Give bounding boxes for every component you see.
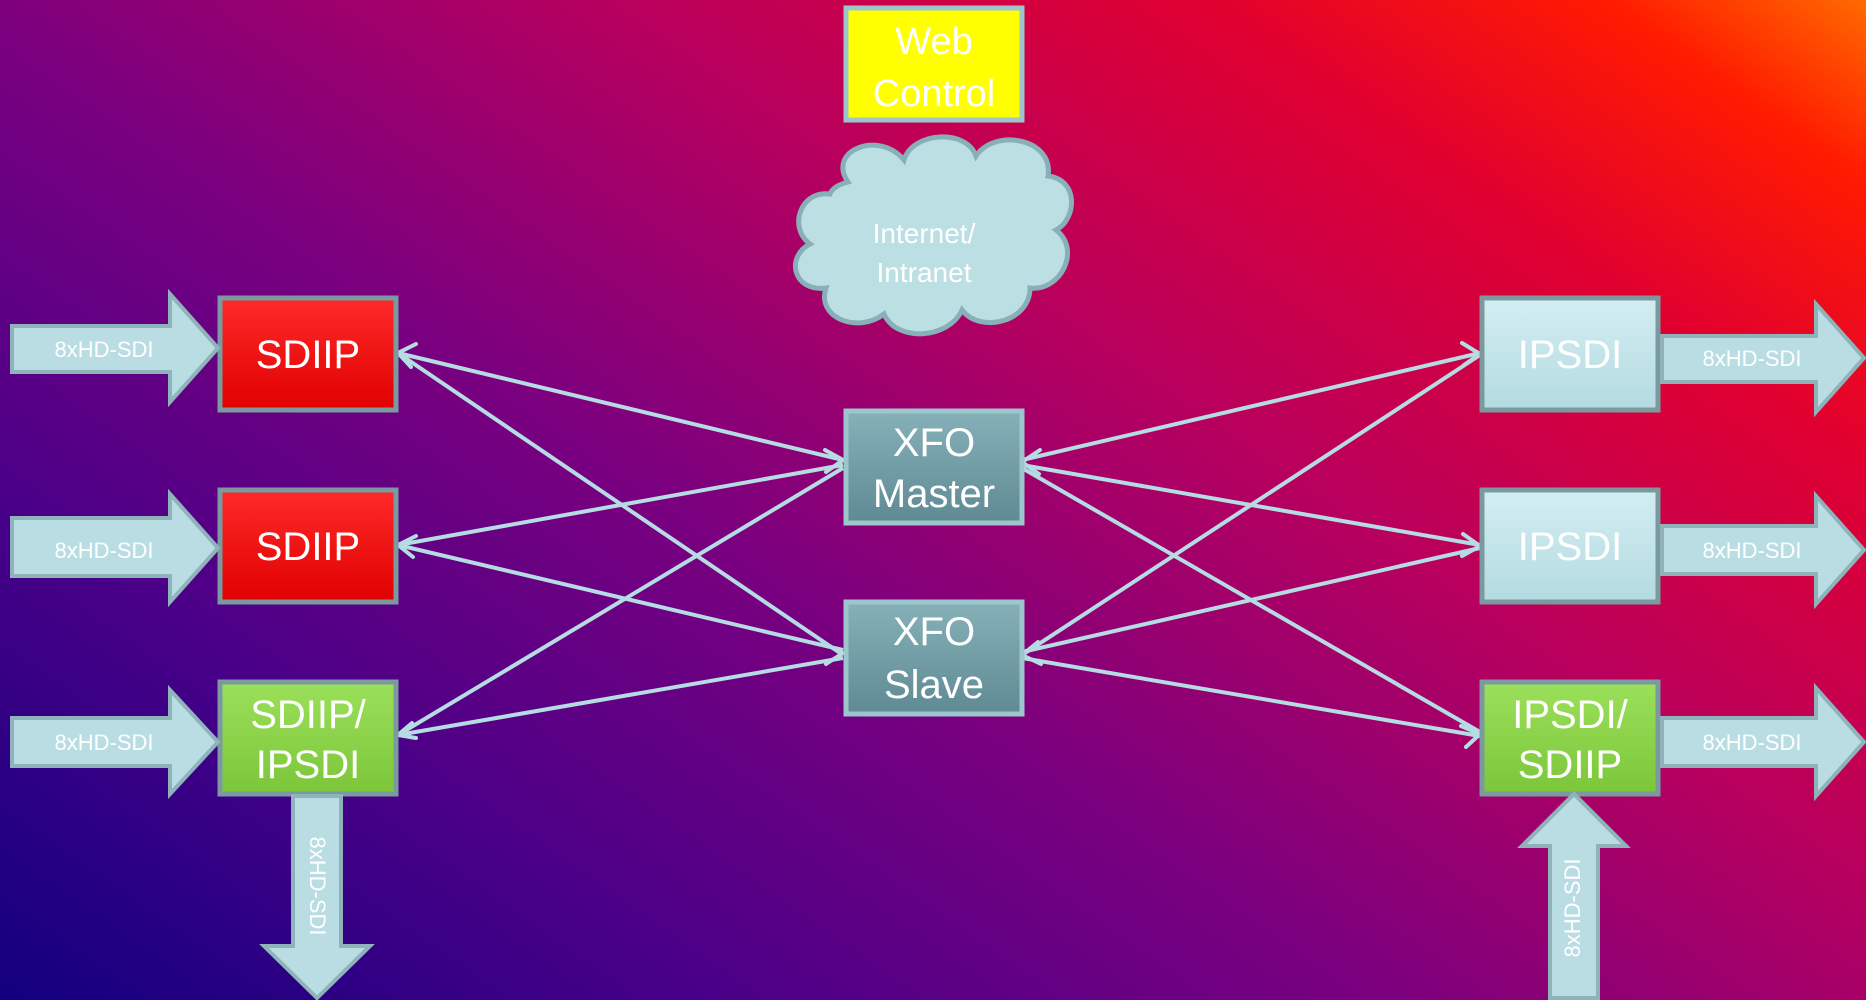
link-slave-ipsdi2 (1021, 546, 1481, 654)
output-arrow-3: 8xHD-SDI (1660, 682, 1866, 802)
web-control-box[interactable]: Web Control (843, 5, 1025, 123)
link-master-ipsdi1 (1021, 351, 1481, 462)
input-arrow-1-label: 8xHD-SDI (54, 337, 153, 362)
input-arrow-up: 8xHD-SDI (1517, 791, 1631, 1000)
sdiip-box-2[interactable]: SDIIP (217, 487, 399, 605)
sdiip-ipsdi-line2: IPSDI (256, 743, 360, 787)
link-sdiip2-slave (397, 543, 844, 652)
ipsdi-1-label: IPSDI (1518, 333, 1622, 377)
cloud-line2: Intranet (877, 257, 972, 288)
input-arrow-1: 8xHD-SDI (10, 288, 221, 408)
ipsdi-2-label: IPSDI (1518, 525, 1622, 569)
xfo-master-box[interactable]: XFO Master (843, 408, 1025, 526)
xfo-slave-line1: XFO (893, 610, 975, 654)
input-arrow-2: 8xHD-SDI (10, 488, 221, 608)
arrowhead-icon (823, 448, 847, 474)
output-arrow-2-label: 8xHD-SDI (1702, 538, 1801, 563)
xfo-master-line2: Master (873, 472, 995, 516)
sdiip-box-1[interactable]: SDIIP (217, 295, 399, 413)
web-control-line1: Web (895, 21, 972, 63)
xfo-slave-box[interactable]: XFO Slave (843, 599, 1025, 717)
output-arrow-3-label: 8xHD-SDI (1702, 730, 1801, 755)
sdiip-ipsdi-line1: SDIIP/ (250, 693, 366, 737)
ipsdi-box-2[interactable]: IPSDI (1479, 487, 1661, 605)
ipsdi-sdiip-line1: IPSDI/ (1512, 693, 1628, 737)
output-arrow-down-label: 8xHD-SDI (305, 836, 330, 935)
ipsdi-sdiip-box[interactable]: IPSDI/ SDIIP (1479, 679, 1661, 797)
output-arrows-right: 8xHD-SDI 8xHD-SDI 8xHD-SDI (1660, 298, 1866, 802)
link-sdiip2-master (397, 463, 844, 547)
arrowhead-icon (824, 643, 848, 666)
internet-cloud: Internet/ Intranet (792, 134, 1074, 337)
link-sdiip1-master (397, 351, 844, 462)
cloud-line1: Internet/ (873, 218, 976, 249)
xfo-slave-line2: Slave (884, 663, 984, 707)
output-arrow-1: 8xHD-SDI (1660, 298, 1866, 418)
input-arrow-3: 8xHD-SDI (10, 684, 221, 800)
input-arrow-up-label: 8xHD-SDI (1560, 858, 1585, 957)
link-slave-ipsdi1 (1020, 353, 1482, 657)
ipsdi-sdiip-line2: SDIIP (1518, 743, 1622, 787)
sdiip-ipsdi-box[interactable]: SDIIP/ IPSDI (217, 679, 399, 797)
link-slave-ipsdisdiip (1021, 656, 1481, 738)
link-sdiipipsdi-master (396, 466, 845, 737)
output-arrow-2: 8xHD-SDI (1660, 490, 1866, 610)
xfo-master-line1: XFO (893, 421, 975, 465)
ipsdi-box-1[interactable]: IPSDI (1479, 295, 1661, 413)
output-arrow-down: 8xHD-SDI (259, 794, 375, 1000)
sdiip-2-label: SDIIP (256, 525, 360, 569)
link-sdiipipsdi-slave (397, 656, 844, 737)
output-arrow-1-label: 8xHD-SDI (1702, 346, 1801, 371)
input-arrow-3-label: 8xHD-SDI (54, 730, 153, 755)
input-arrows-left: 8xHD-SDI 8xHD-SDI 8xHD-SDI (10, 288, 221, 800)
web-control-line2: Control (873, 73, 996, 115)
connection-lines (396, 351, 1482, 738)
input-arrow-2-label: 8xHD-SDI (54, 538, 153, 563)
sdiip-1-label: SDIIP (256, 333, 360, 377)
